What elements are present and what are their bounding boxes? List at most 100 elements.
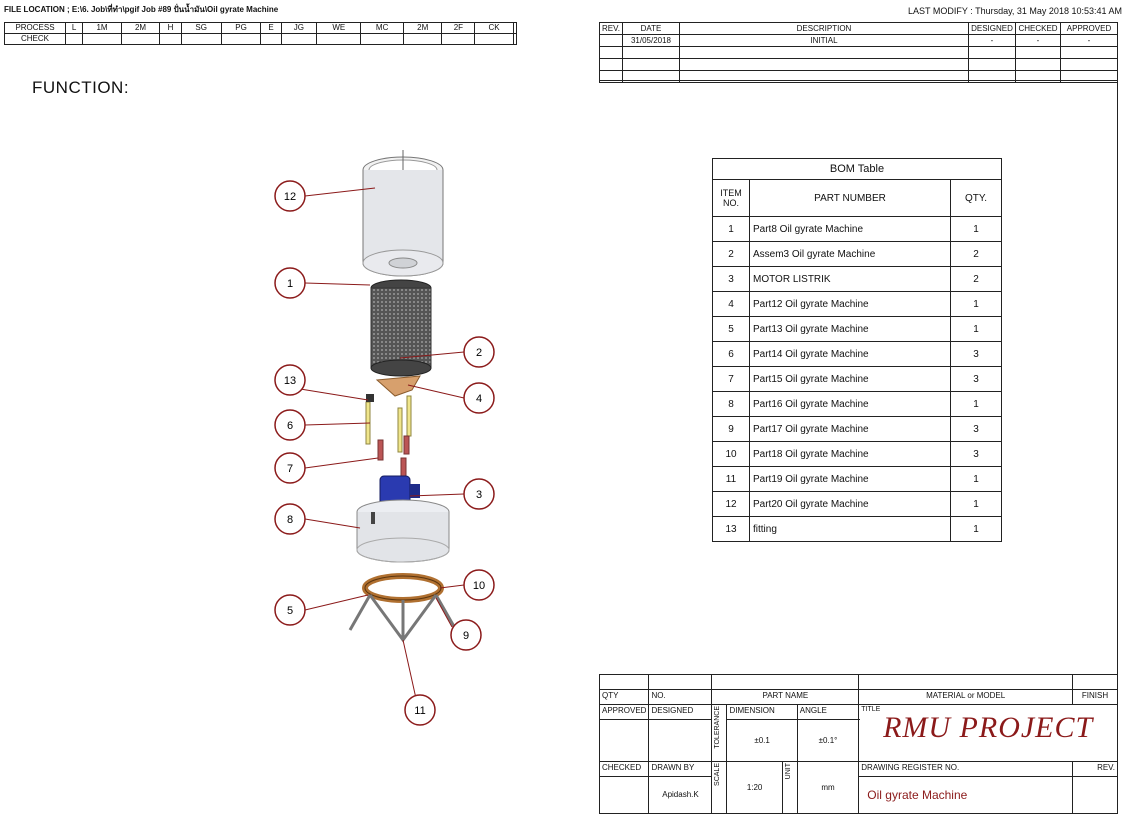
bom-item-no: 11 xyxy=(712,466,750,492)
svg-text:5: 5 xyxy=(287,605,293,617)
project-title: RMU PROJECT xyxy=(883,710,1094,744)
svg-text:2: 2 xyxy=(476,347,482,359)
designed-cell: - xyxy=(968,34,1016,47)
checked-header: CHECKED xyxy=(1015,22,1061,35)
unit-label: UNIT xyxy=(784,762,792,780)
bom-item-no: 8 xyxy=(712,391,750,417)
part-name-label: PART NAME xyxy=(711,688,860,705)
process-label: PROCESS xyxy=(4,22,66,34)
svg-text:9: 9 xyxy=(463,630,469,642)
balloon: 8 xyxy=(274,503,306,535)
process-col: E xyxy=(260,22,282,34)
tolerance-label: TOLERANCE xyxy=(714,705,722,749)
revision-table: REV. DATE DESCRIPTION DESIGNED CHECKED A… xyxy=(599,22,1118,83)
title-label: TITLE xyxy=(861,705,881,713)
bom-qty: 1 xyxy=(950,316,1002,342)
exploded-view-drawing: 12 1 2 13 4 6 7 3 8 10 5 9 xyxy=(274,150,495,726)
process-col: L xyxy=(64,22,84,34)
last-modify: LAST MODIFY : Thursday, 31 May 2018 10:5… xyxy=(908,6,1122,16)
process-col: 2M xyxy=(120,22,161,34)
bom-item-no: 7 xyxy=(712,366,750,392)
fitting xyxy=(366,394,374,402)
no-label: NO. xyxy=(648,688,713,705)
bom-qty: 3 xyxy=(950,441,1002,467)
designed-header: DESIGNED xyxy=(968,22,1016,35)
rod xyxy=(397,407,403,453)
process-col: 2F xyxy=(441,22,476,34)
bracket xyxy=(377,439,384,461)
bom-qty: 1 xyxy=(950,466,1002,492)
bom-item-no: 12 xyxy=(712,491,750,517)
dimension-value: ±0.1 xyxy=(726,718,798,762)
process-col: WE xyxy=(316,22,362,34)
drawing-name: Oil gyrate Machine xyxy=(867,787,968,802)
process-col: H xyxy=(159,22,182,34)
balloon: 5 xyxy=(274,594,306,626)
register-label: DRAWING REGISTER NO. xyxy=(858,760,1073,777)
bom-header-item: ITEM NO. xyxy=(712,179,750,217)
bom-item-no: 6 xyxy=(712,341,750,367)
checked-label: CHECKED xyxy=(598,760,650,777)
balloon: 12 xyxy=(274,180,306,212)
finish-label: FINISH xyxy=(1072,688,1118,705)
frame-right xyxy=(1117,22,1118,814)
angle-value: ±0.1° xyxy=(796,718,860,762)
balloon: 7 xyxy=(274,452,306,484)
svg-text:11: 11 xyxy=(414,705,425,717)
bom-part-number: Part18 Oil gyrate Machine xyxy=(749,441,951,467)
approved-label: APPROVED xyxy=(598,703,650,720)
bom-header-part: PART NUMBER xyxy=(749,179,951,217)
balloon: 3 xyxy=(463,478,495,510)
bom-qty: 1 xyxy=(950,516,1002,542)
balloon: 4 xyxy=(463,382,495,414)
frame-rev-bottom xyxy=(599,80,1118,81)
rod xyxy=(406,395,412,437)
bom-part-number: Assem3 Oil gyrate Machine xyxy=(749,241,951,267)
bom-item-no: 9 xyxy=(712,416,750,442)
bom-item-no: 4 xyxy=(712,291,750,317)
bom-item-no: 10 xyxy=(712,441,750,467)
svg-text:13: 13 xyxy=(284,375,296,387)
svg-text:10: 10 xyxy=(473,580,485,592)
bom-item-no: 13 xyxy=(712,516,750,542)
bom-part-number: Part13 Oil gyrate Machine xyxy=(749,316,951,342)
rev-label: REV. xyxy=(1072,760,1118,777)
checked-cell: - xyxy=(1015,34,1061,47)
bom-item-no: 3 xyxy=(712,266,750,292)
description-header: DESCRIPTION xyxy=(679,22,969,35)
bom-item-no: 5 xyxy=(712,316,750,342)
balloon: 13 xyxy=(274,364,306,396)
bom-part-number: Part12 Oil gyrate Machine xyxy=(749,291,951,317)
angle-label: ANGLE xyxy=(796,703,860,720)
process-col: 1M xyxy=(82,22,122,34)
bom-qty: 3 xyxy=(950,366,1002,392)
process-col: 2M xyxy=(402,22,443,34)
bom-part-number: Part17 Oil gyrate Machine xyxy=(749,416,951,442)
bom-part-number: Part15 Oil gyrate Machine xyxy=(749,366,951,392)
svg-text:6: 6 xyxy=(287,420,293,432)
file-location: FILE LOCATION ; E:\6. Job\ที่ทำ\pgif Job… xyxy=(4,5,279,14)
process-col: CK xyxy=(474,22,514,34)
date-header: DATE xyxy=(622,22,680,35)
scale-value: 1:20 xyxy=(726,760,783,814)
bom-part-number: MOTOR LISTRIK xyxy=(749,266,951,292)
bom-part-number: Part16 Oil gyrate Machine xyxy=(749,391,951,417)
bom-title: BOM Table xyxy=(712,158,1002,180)
balloon: 2 xyxy=(463,336,495,368)
material-label: MATERIAL or MODEL xyxy=(858,688,1073,705)
svg-text:4: 4 xyxy=(476,393,482,405)
unit-value: mm xyxy=(796,760,860,814)
drawn-by-value: Apidash.K xyxy=(648,775,713,814)
svg-text:3: 3 xyxy=(476,489,482,501)
bom-qty: 1 xyxy=(950,391,1002,417)
process-col: PG xyxy=(220,22,262,34)
rev-header: REV. xyxy=(599,22,623,35)
